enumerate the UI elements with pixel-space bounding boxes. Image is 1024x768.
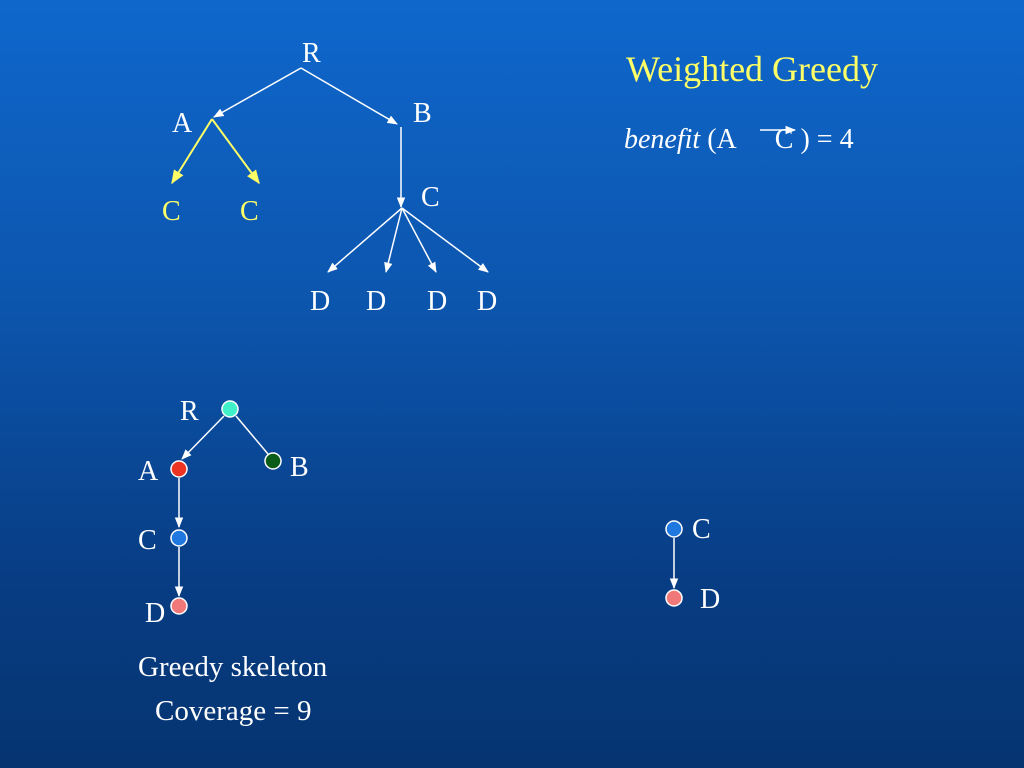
benefit-from: A: [716, 124, 737, 155]
skeleton-node-r-label: R: [180, 396, 199, 427]
skeleton-node-d: [170, 597, 188, 615]
remainder-node-c: [665, 520, 683, 538]
edge-c-d1: [327, 207, 403, 273]
edge-a-c2: [211, 118, 260, 185]
benefit-equals: =: [816, 124, 833, 155]
edge-a-c1: [171, 118, 213, 185]
edge-r-b: [300, 67, 398, 125]
edge-c-d3: [401, 207, 437, 273]
skeleton-node-b-label: B: [290, 452, 309, 483]
skeleton-node-b: [264, 452, 282, 470]
benefit-value: 4: [839, 124, 854, 155]
top-node-a-label: A: [172, 108, 193, 139]
top-node-r-label: R: [302, 38, 321, 69]
remainder-node-d: [665, 589, 683, 607]
skeleton-node-r: [221, 400, 239, 418]
skeleton-edge-r-b: [235, 415, 269, 455]
edge-c-d2: [384, 207, 403, 274]
top-node-d3-label: D: [427, 286, 448, 317]
skeleton-node-a: [170, 460, 188, 478]
top-node-d1-label: D: [310, 286, 331, 317]
top-node-a-child-c2-label: C: [240, 196, 259, 227]
top-node-d2-label: D: [366, 286, 387, 317]
skeleton-node-c-label: C: [138, 525, 157, 556]
top-node-d4-label: D: [477, 286, 498, 317]
skeleton-caption: Greedy skeleton: [138, 651, 328, 683]
skeleton-node-d-label: D: [145, 598, 166, 629]
skeleton-node-c: [170, 529, 188, 547]
benefit-open-paren: (: [707, 124, 717, 155]
skeleton-node-a-label: A: [138, 456, 159, 487]
benefit-close-paren: ): [800, 124, 810, 155]
benefit-formula: benefit (A C ) = 4: [624, 124, 854, 156]
coverage-text: Coverage = 9: [155, 695, 312, 727]
edge-r-a: [213, 67, 302, 118]
remainder-node-d-label: D: [700, 584, 721, 615]
benefit-to: C: [774, 124, 794, 155]
top-node-b-label: B: [413, 98, 432, 129]
benefit-function: benefit: [624, 124, 701, 155]
top-node-a-child-c1-label: C: [162, 196, 181, 227]
remainder-node-c-label: C: [692, 514, 711, 545]
skeleton-edge-r-a: [181, 415, 225, 460]
slide-title: Weighted Greedy: [626, 49, 878, 89]
top-node-c-label: C: [421, 182, 440, 213]
edge-c-d4: [401, 207, 489, 273]
